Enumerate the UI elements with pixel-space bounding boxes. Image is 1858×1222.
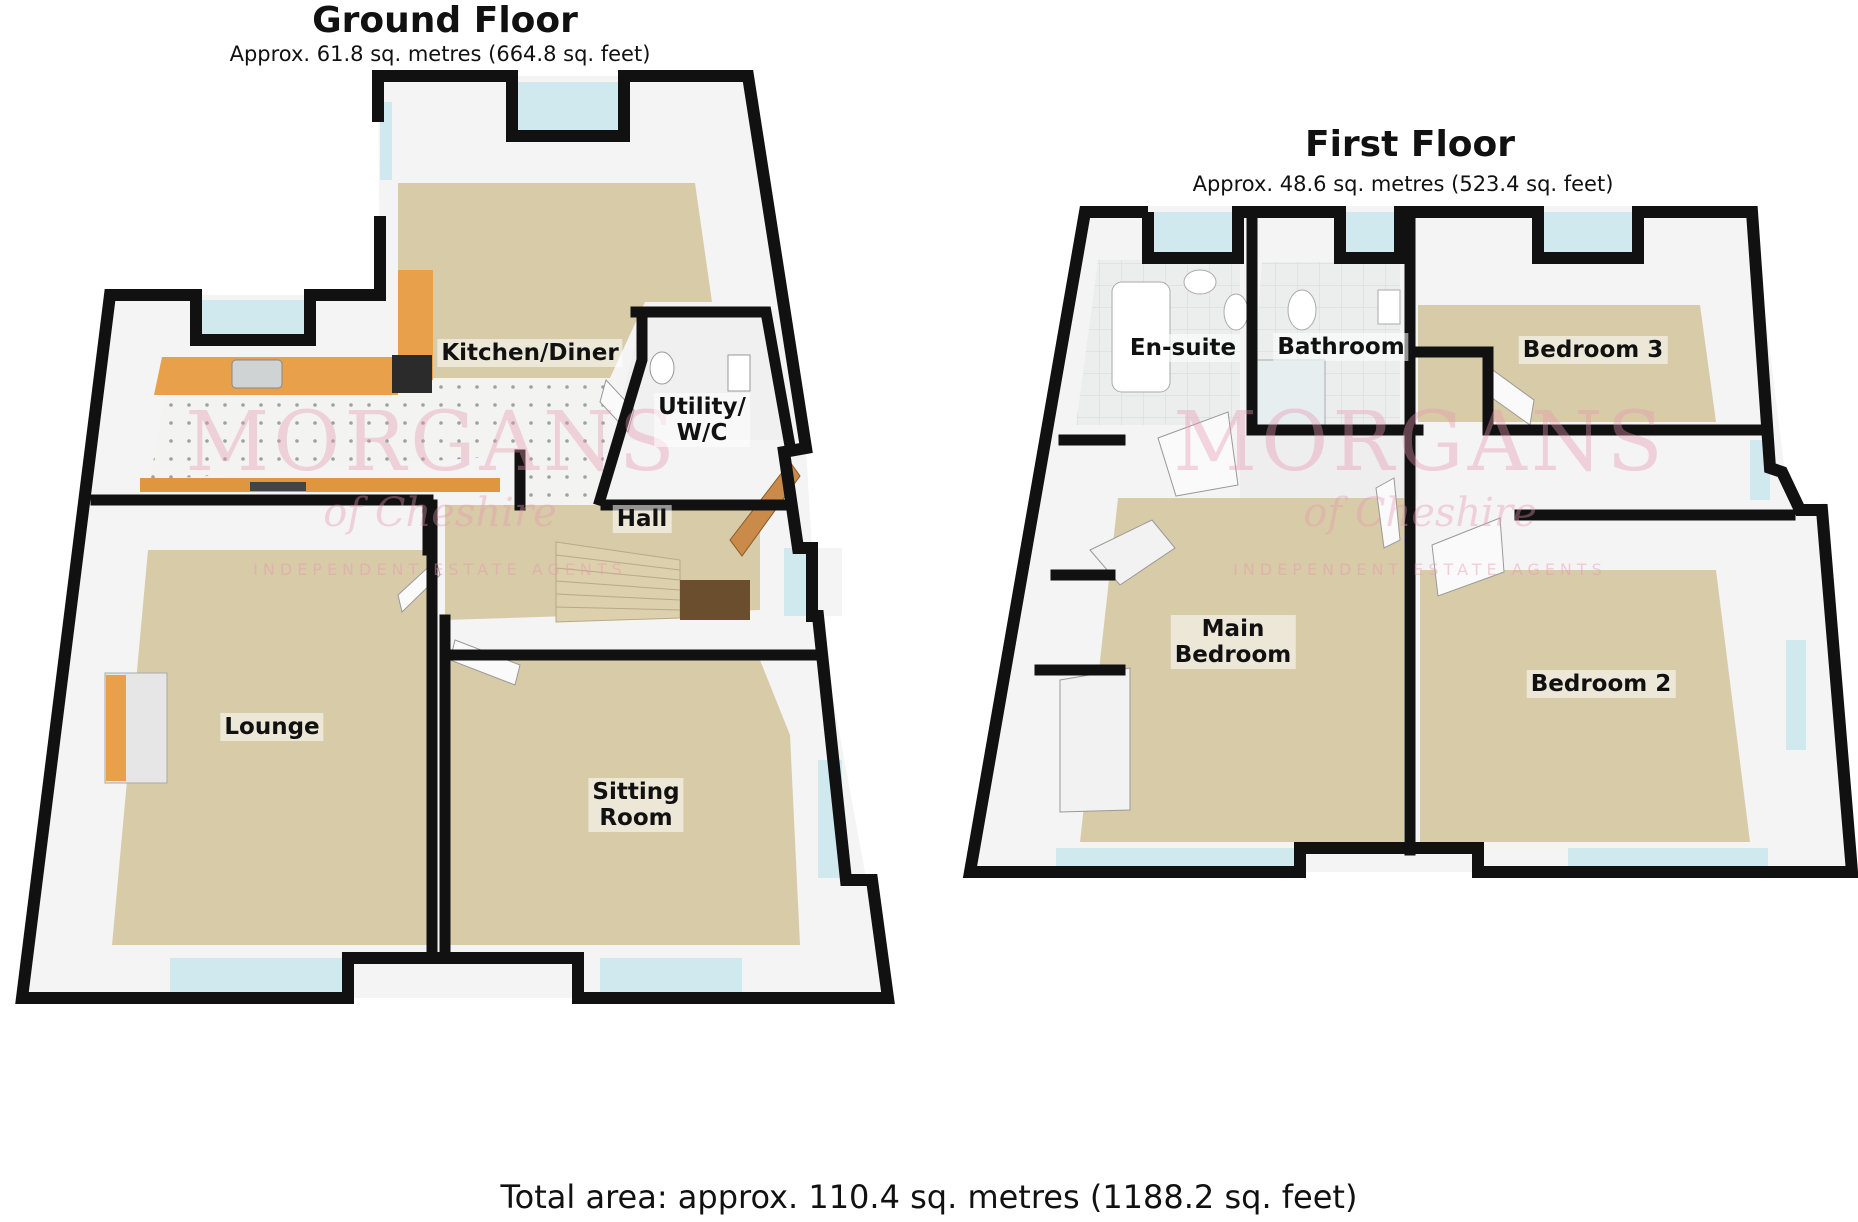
watermark-brand-ground: MORGANS [185, 395, 679, 490]
room-label-bedroom-2: Bedroom 2 [1526, 670, 1676, 698]
kitchen-floor [398, 183, 712, 378]
ensuite-window [1148, 212, 1238, 258]
room-label-hall: Hall [612, 505, 672, 533]
room-label-sitting-room: Sitting Room [588, 778, 684, 832]
total-area-text: Total area: approx. 110.4 sq. metres (11… [500, 1178, 1358, 1216]
lounge-fireplace-mantel [106, 675, 126, 781]
kitchen-tile-floor [150, 378, 610, 505]
main-bedroom-window [1056, 848, 1296, 868]
ensuite-door [1157, 411, 1239, 497]
lounge-window [170, 958, 348, 994]
ground-floor-external-wall [15, 70, 895, 1004]
bedroom2-door [1431, 517, 1505, 597]
main-bedroom-floor [1080, 498, 1404, 842]
ground-floor-area: Approx. 61.8 sq. metres (664.8 sq. feet) [229, 42, 651, 66]
bedroom2-side-window [1786, 640, 1806, 750]
first-floor-area: Approx. 48.6 sq. metres (523.4 sq. feet) [1192, 172, 1614, 196]
bedroom3-window [1538, 212, 1638, 258]
lounge-floor [112, 550, 428, 945]
bathroom-basin [1377, 289, 1401, 325]
hall-window [784, 548, 808, 616]
first-floor-plan [962, 206, 1858, 878]
wc-basin [727, 354, 751, 392]
ground-floor-plan [15, 70, 895, 1004]
ground-floor-internal-walls [90, 306, 826, 958]
first-floor-external-wall [962, 206, 1858, 878]
bathroom-shower-screen [1254, 359, 1326, 427]
room-label-kitchen-diner: Kitchen/Diner [437, 339, 623, 367]
kitchen-front-window [200, 300, 310, 340]
ensuite-toilet [1223, 293, 1249, 331]
landing-floor [1240, 435, 1418, 500]
kitchen-sink [231, 359, 283, 389]
watermark-brand-first: MORGANS [1173, 395, 1667, 490]
watermark-tagline-first: INDEPENDENT ESTATE AGENTS [1233, 560, 1607, 579]
sitting-room-window [600, 958, 742, 994]
main-bedroom-wardrobe-2 [1059, 667, 1131, 813]
wc-toilet [649, 351, 675, 385]
first-floor-title: First Floor [1304, 124, 1516, 165]
ensuite-basin [1183, 269, 1217, 295]
room-label-main-bedroom: Main Bedroom [1170, 615, 1296, 669]
main-bedroom-door [1375, 477, 1401, 549]
room-label-lounge: Lounge [220, 713, 324, 741]
room-label-bedroom-3: Bedroom 3 [1518, 336, 1668, 364]
watermark-script-ground: of Cheshire [323, 490, 557, 536]
ground-floor-title: Ground Floor [312, 0, 578, 41]
room-label-utility-wc: Utility/ W/C [654, 393, 750, 447]
room-label-bathroom: Bathroom [1273, 333, 1409, 361]
bedroom2-floor [1420, 570, 1750, 842]
bedroom2-window [1568, 848, 1768, 868]
watermark-tagline-ground: INDEPENDENT ESTATE AGENTS [253, 560, 627, 579]
first-floor-internal-walls [1034, 206, 1796, 856]
staircase [555, 541, 750, 623]
kitchen-window [512, 82, 624, 132]
watermark-script-first: of Cheshire [1303, 490, 1537, 536]
bathroom-window [1340, 212, 1400, 258]
kitchen-worktop-front [140, 478, 500, 492]
bathroom-toilet [1287, 289, 1317, 331]
room-label-en-suite: En-suite [1125, 334, 1241, 362]
kitchen-cabinet [392, 355, 432, 393]
kitchen-hob [250, 482, 306, 491]
